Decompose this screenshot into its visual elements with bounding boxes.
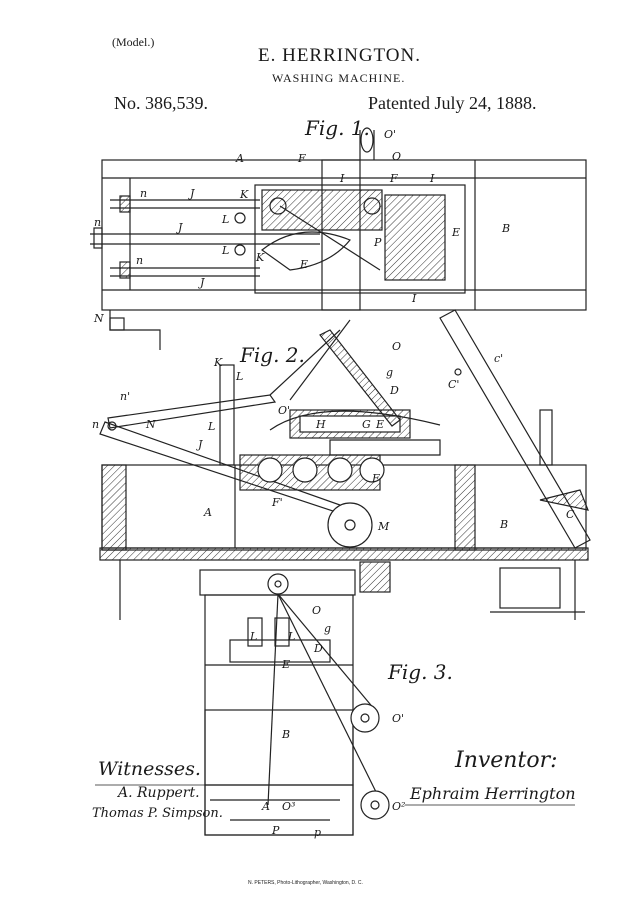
fig2-ref: O' (278, 404, 291, 417)
fig1-ref: L (222, 244, 230, 257)
fig1-ref: I (340, 172, 345, 185)
patent-date: Patented July 24, 1888. (368, 93, 537, 113)
fig3-drawing (199, 569, 390, 836)
fig2-ref: L (208, 420, 216, 433)
fig1-drawing (90, 127, 587, 350)
fig3-ref: O' (392, 712, 405, 725)
fig2-label: Fig. 2. (240, 343, 305, 367)
fig1-ref: K (240, 188, 249, 201)
inventor-name: E. HERRINGTON. (258, 45, 422, 66)
fig2-ref: N (146, 418, 156, 431)
model-note: (Model.) (112, 35, 155, 49)
fig2-ref: C (566, 508, 575, 521)
fig1-ref: n (94, 216, 102, 229)
witnesses-label: Witnesses. (98, 758, 201, 780)
fig3-ref: L (250, 630, 258, 643)
fig2-ref: D (390, 384, 399, 397)
fig1-ref: E (452, 226, 461, 239)
fig3-ref: B (282, 728, 291, 741)
fig1-ref: N (94, 312, 104, 325)
fig2-ref: O (392, 340, 402, 353)
witness-signature-2: Thomas P. Simpson. (92, 806, 223, 821)
fig2-ref: C' (448, 378, 460, 391)
fig1-ref: J (190, 187, 195, 200)
fig3-ref: p (314, 826, 322, 839)
fig2-ref: n (92, 418, 100, 431)
fig1-label: Fig. 1. (305, 116, 370, 140)
fig1-ref: J (200, 276, 205, 289)
fig3-ref: O (312, 604, 322, 617)
fig3-label: Fig. 3. (388, 660, 453, 684)
fig2-ref: F' (272, 496, 283, 509)
fig1-ref: E (300, 258, 309, 271)
fig1-ref: O' (384, 128, 397, 141)
fig1-ref: F (390, 172, 398, 185)
fig3-ref: g (324, 622, 332, 635)
fig2-ref: G (362, 418, 371, 431)
fig2-ref: n' (120, 390, 131, 403)
fig2-ref: K (214, 356, 223, 369)
fig3-ref: O² (392, 800, 406, 813)
witness-signature-1: A. Ruppert. (118, 785, 200, 801)
fig3-ref: E (282, 658, 291, 671)
fig3-ref: L (288, 630, 296, 643)
fig2-ref: c' (494, 352, 504, 365)
fig1-ref: I (430, 172, 435, 185)
fig1-ref: J (178, 221, 183, 234)
fig3-ref: A (262, 800, 270, 813)
fig2-ref: M (378, 520, 390, 533)
fig2-ref: L (236, 370, 244, 383)
fig1-ref: B (502, 222, 511, 235)
fig2-ref: B (500, 518, 509, 531)
fig2-ref: J (198, 438, 203, 451)
fig2-ref: F (372, 472, 380, 485)
fig1-ref: O (392, 150, 402, 163)
printer-credit: N. PETERS, Photo-Lithographer, Washingto… (248, 880, 363, 886)
fig3-ref: O³ (282, 800, 296, 813)
patent-title: WASHING MACHINE. (272, 71, 406, 85)
fig2-ref: H (316, 418, 326, 431)
inventor-signature: Ephraim Herrington (410, 784, 576, 803)
fig2-ref: A (204, 506, 212, 519)
inventor-label: Inventor: (455, 748, 558, 773)
fig1-ref: P (374, 236, 382, 249)
fig1-ref: A (236, 152, 244, 165)
fig1-ref: F (298, 152, 306, 165)
fig2-drawing (99, 309, 591, 620)
fig1-ref: n (140, 187, 148, 200)
fig3-ref: D (314, 642, 323, 655)
fig2-ref: E (376, 418, 385, 431)
fig3-ref: P (272, 824, 280, 837)
patent-number: No. 386,539. (114, 93, 208, 113)
fig1-ref: I (412, 292, 417, 305)
fig1-ref: L (222, 213, 230, 226)
fig1-ref: n (136, 254, 144, 267)
fig2-ref: g (386, 366, 394, 379)
fig1-ref: K (256, 251, 265, 264)
